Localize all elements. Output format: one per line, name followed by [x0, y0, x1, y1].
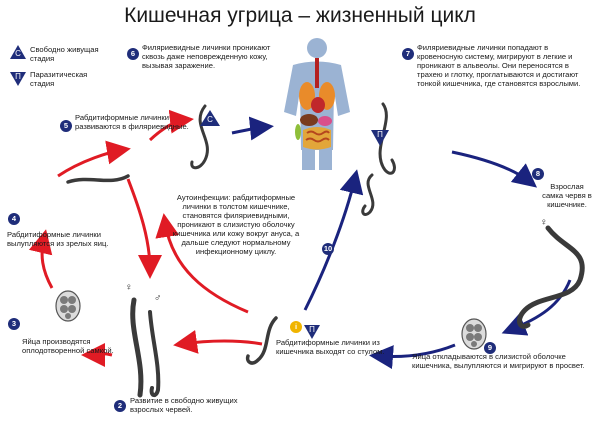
- arrow-4-to-5: [57, 140, 131, 178]
- step-number-7: 7: [402, 48, 414, 60]
- badge-parasitic-triangle-1: [304, 325, 320, 339]
- step-text-9: Яйца откладываются в слизистой оболочке …: [412, 352, 585, 370]
- step-text-3: Яйца производятся оплодотворенной самкой…: [22, 337, 114, 355]
- egg-9: [461, 318, 487, 350]
- larva-autoinfection: [361, 173, 375, 216]
- step-text-1: Рабдитиформные личинки из кишечника выхо…: [276, 338, 385, 356]
- page-title: Кишечная угрица – жизненный цикл: [124, 4, 476, 27]
- step-text-8: Взрослая самка червя в кишечнике.: [542, 182, 592, 209]
- step-text-6: Филяриевидные личинки проникают сквозь д…: [142, 43, 271, 70]
- egg-3: [55, 290, 81, 322]
- female-symbol-parasitic: ♀: [540, 217, 548, 228]
- larva-rhabditiform: [66, 174, 130, 184]
- badge-parasitic-triangle-7: [371, 130, 389, 146]
- autoinfection-text: Аутоинфекции: рабдитиформные личинки в т…: [172, 193, 300, 256]
- arrow-2-to-3: [81, 342, 113, 367]
- step-number-2: 2: [114, 400, 126, 412]
- step-text-2: Развитие в свободно живущих взрослых чер…: [130, 396, 238, 414]
- arrow-1-to-2: [173, 330, 263, 354]
- arrow-9-to-1: [369, 343, 456, 370]
- step-text-4: Рабдитиформные личинки вылупляются из зр…: [7, 230, 109, 248]
- step-text-5: Рабдитиформные личинки развиваются в фил…: [75, 113, 189, 131]
- arrow-autoinfection: [155, 213, 249, 314]
- arrow-3-to-4: [28, 229, 54, 289]
- step-number-9: 9: [484, 342, 496, 354]
- adult-female-parasitic: [516, 225, 585, 329]
- step-number-5: 5: [60, 120, 72, 132]
- step-number-4: 4: [8, 213, 20, 225]
- human-body-figure: [284, 38, 350, 170]
- adult-female-free: [130, 297, 144, 398]
- larva-migrating: [378, 102, 396, 175]
- arrow-6-to-7: [231, 116, 274, 141]
- female-symbol: ♀: [125, 282, 133, 293]
- arrow-start-free: [126, 178, 162, 279]
- larva-filariform-skin: [190, 104, 209, 170]
- legend-parasitic-label: Паразитическая стадия: [30, 70, 88, 88]
- legend-parasitic-badge: П: [15, 72, 21, 81]
- adult-male-free: [148, 310, 161, 397]
- step-number-8: 8: [532, 168, 544, 180]
- arrow-10-autoinfection: [303, 169, 364, 311]
- badge-free-letter: С: [207, 115, 213, 124]
- step-text-7: Филяриевидные личинки попадают в кровено…: [417, 43, 581, 88]
- arrow-7-to-8: [451, 150, 538, 188]
- legend-free-label: Свободно живущая стадия: [30, 45, 99, 63]
- male-symbol: ♂: [154, 293, 162, 304]
- info-icon: i: [290, 321, 302, 333]
- step-number-10: 10: [322, 243, 334, 255]
- step-number-6: 6: [127, 48, 139, 60]
- badge-parasitic-letter-7: П: [377, 130, 383, 139]
- step-number-3: 3: [8, 318, 20, 330]
- badge-free-triangle: [200, 110, 220, 126]
- larva-exit: [245, 316, 278, 365]
- legend-free-badge: С: [15, 49, 21, 58]
- badge-parasitic-letter-1: П: [309, 325, 315, 334]
- arrow-5-to-6: [148, 109, 194, 142]
